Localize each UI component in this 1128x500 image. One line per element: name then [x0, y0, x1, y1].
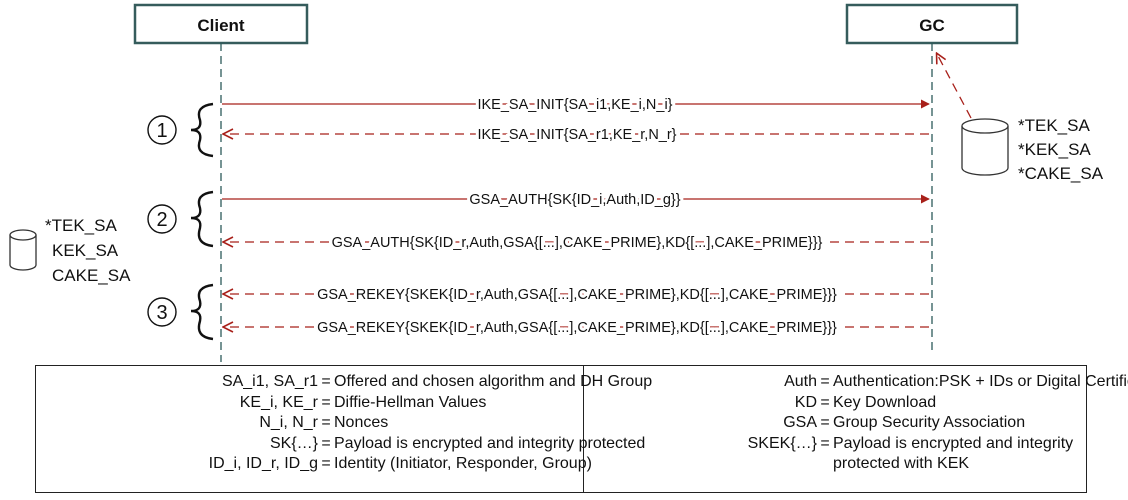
- gc-database-link: [937, 54, 972, 119]
- legend-definition: Payload is encrypted and integrity: [833, 434, 1074, 452]
- gc-sa-item: *KEK_SA: [1018, 140, 1091, 159]
- message-gsa-auth-request: GSA_AUTH{SK{ID_i,Auth,ID_g}}: [222, 189, 930, 211]
- legend-definition-continued: protected with KEK: [833, 455, 970, 472]
- legend-definition: Nonces: [334, 414, 389, 431]
- gc-database: [961, 118, 1009, 176]
- legend-term: N_i, N_r: [259, 414, 318, 431]
- client-database: [9, 229, 37, 271]
- participant-gc: GC: [845, 3, 1019, 45]
- message-label: IKE_SA_INIT{SA_i1,KE_i,N_i}: [477, 97, 672, 113]
- legend-right-column: Auth=Authentication:PSK + IDs or Digital…: [584, 372, 1128, 475]
- message-label: GSA_REKEY{SKEK{ID_r,Auth,GSA{[...],CAKE_…: [317, 287, 837, 303]
- legend-definition: Offered and chosen algorithm and DH Grou…: [334, 373, 653, 390]
- legend-entry: SKEK{…}=Payload is encrypted and integri…: [584, 434, 1088, 455]
- legend-definition: Identity (Initiator, Responder, Group): [334, 455, 592, 472]
- legend-definition: Payload is encrypted and integrity prote…: [334, 434, 646, 452]
- phase-2-number: 2: [156, 209, 167, 231]
- legend-term: SKEK{…}: [747, 434, 817, 452]
- message-label: IKE_SA_INIT{SA_r1,KE_r,N_r}: [477, 127, 676, 143]
- client-sa-item: *TEK_SA: [45, 216, 117, 235]
- gc-sa-item: *TEK_SA: [1018, 116, 1090, 135]
- legend-entry: N_i, N_r=Nonces: [36, 413, 582, 434]
- phase-3-number: 3: [156, 302, 167, 324]
- gc-label: GC: [919, 16, 945, 35]
- legend-entry: GSA=Group Security Association: [584, 413, 1088, 434]
- legend-divider: [583, 366, 585, 492]
- legend-entry: KE_i, KE_r=Diffie-Hellman Values: [36, 393, 582, 414]
- message-gsa-auth-response: GSA_AUTH{SK{ID_r,Auth,GSA{[...],CAKE_PRI…: [224, 232, 929, 254]
- legend-definition: Diffie-Hellman Values: [334, 393, 487, 411]
- phase-3-marker: 3: [147, 283, 214, 341]
- legend-entry: SK{…}=Payload is encrypted and integrity…: [36, 434, 645, 455]
- legend-entry: SA_i1, SA_r1=Offered and chosen algorith…: [36, 372, 652, 393]
- legend-definition: Key Download: [833, 393, 937, 411]
- legend-entry: Auth=Authentication:PSK + IDs or Digital…: [584, 372, 1128, 393]
- legend-term: SA_i1, SA_r1: [221, 373, 318, 390]
- message-label: GSA_AUTH{SK{ID_i,Auth,ID_g}}: [469, 192, 680, 208]
- legend-definition: Authentication:PSK + IDs or Digital Cert…: [833, 373, 1128, 390]
- message-label: GSA_REKEY{SKEK{ID_r,Auth,GSA{[...],CAKE_…: [317, 320, 837, 336]
- message-label: GSA_AUTH{SK{ID_r,Auth,GSA{[...],CAKE_PRI…: [332, 235, 823, 251]
- client-sa-item: KEK_SA: [52, 241, 119, 260]
- gc-sa-list: *TEK_SA *KEK_SA *CAKE_SA: [1018, 116, 1104, 183]
- client-sa-list: *TEK_SA KEK_SA CAKE_SA: [45, 216, 131, 285]
- legend-term: Auth: [784, 373, 817, 390]
- participant-client: Client: [133, 3, 309, 45]
- message-ike-sa-init-response: IKE_SA_INIT{SA_r1,KE_r,N_r}: [224, 124, 929, 146]
- legend-definition: Group Security Association: [833, 414, 1026, 431]
- message-gsa-rekey-2: GSA_REKEY{SKEK{ID_r,Auth,GSA{[...],CAKE_…: [224, 317, 929, 339]
- legend-entry: KD=Key Download: [584, 393, 1088, 414]
- gc-sa-item: *CAKE_SA: [1018, 164, 1104, 183]
- legend-term: SK{…}: [269, 434, 318, 452]
- phase-2-marker: 2: [147, 190, 214, 248]
- client-sa-item: CAKE_SA: [52, 266, 131, 285]
- phase-1-marker: 1: [147, 102, 214, 158]
- phase-1-number: 1: [156, 120, 167, 142]
- legend-term: KE_i, KE_r: [239, 393, 318, 411]
- message-gsa-rekey-1: GSA_REKEY{SKEK{ID_r,Auth,GSA{[...],CAKE_…: [224, 284, 929, 306]
- legend-term: GSA: [783, 414, 817, 431]
- message-ike-sa-init-request: IKE_SA_INIT{SA_i1,KE_i,N_i}: [222, 94, 930, 116]
- client-label: Client: [197, 16, 245, 35]
- legend-left-column: SA_i1, SA_r1=Offered and chosen algorith…: [36, 372, 652, 475]
- legend-entry: ID_i, ID_r, ID_g=Identity (Initiator, Re…: [36, 454, 592, 475]
- legend-term: KD: [794, 393, 817, 411]
- legend-term: ID_i, ID_r, ID_g: [208, 455, 318, 472]
- legend-box: SA_i1, SA_r1=Offered and chosen algorith…: [35, 365, 1128, 493]
